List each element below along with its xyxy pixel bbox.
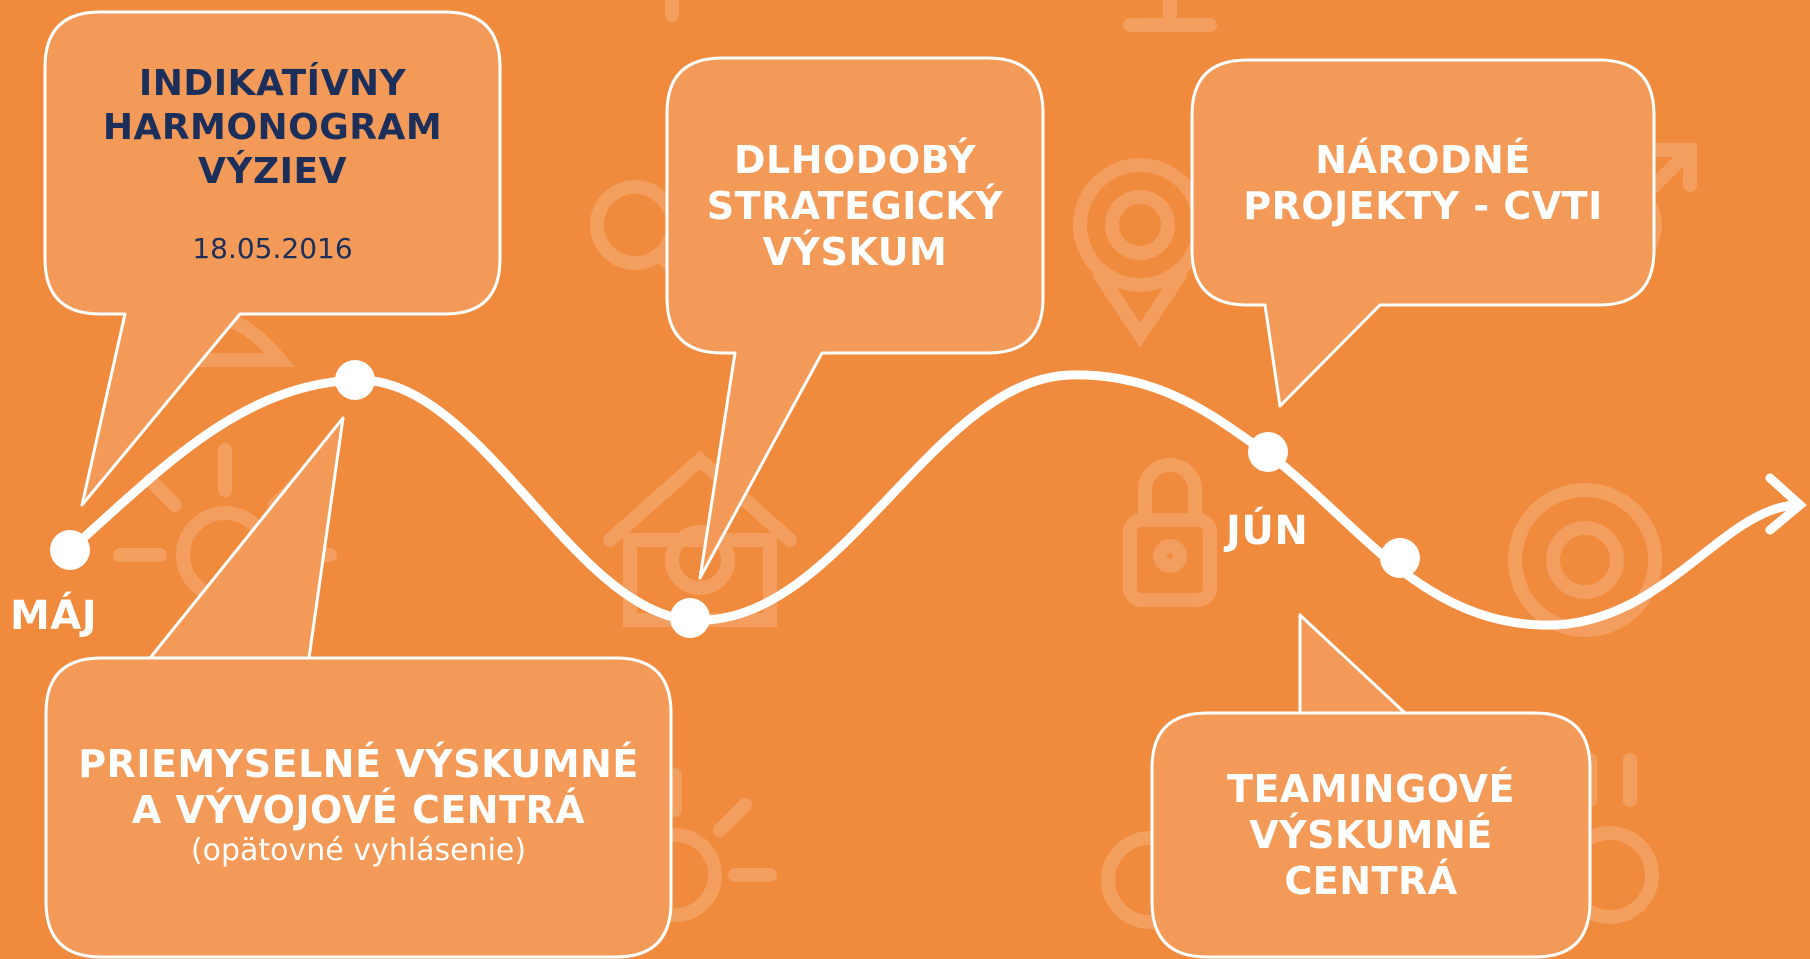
month-label-may: MÁJ xyxy=(10,593,98,639)
industrial-note: (opätovné vyhlásenie) xyxy=(190,833,527,868)
callout-strategic-text: DLHODOBÝ STRATEGICKÝ VÝSKUM xyxy=(667,58,1043,353)
callout-industrial xyxy=(44,416,673,959)
gear-icon xyxy=(1508,483,1662,637)
harmonogram-title-line-2: HARMONOGRAM xyxy=(102,106,443,148)
milestone-dot xyxy=(1380,538,1420,578)
milestone-dot xyxy=(1248,432,1288,472)
strategic-title-line-2: STRATEGICKÝ xyxy=(706,183,1004,228)
industrial-title-line-1: PRIEMYSELNÉ VÝSKUMNÉ xyxy=(78,742,639,786)
timeline-arrowhead xyxy=(1765,473,1807,535)
harmonogram-date: 18.05.2016 xyxy=(192,231,353,265)
teaming-title-line-1: TEAMINGOVÉ xyxy=(1227,767,1515,811)
callout-teaming-text: TEAMINGOVÉ VÝSKUMNÉ CENTRÁ xyxy=(1152,735,1590,935)
callout-strategic xyxy=(665,56,1045,580)
callout-national xyxy=(1190,58,1656,408)
harmonogram-title-line-1: INDIKATÍVNY xyxy=(138,62,407,104)
teaming-title-line-2: VÝSKUMNÉ xyxy=(1249,813,1493,857)
harmonogram-title-line-3: VÝZIEV xyxy=(198,150,347,192)
strategic-title-line-1: DLHODOBÝ xyxy=(733,137,977,182)
callout-national-text: NÁRODNÉ PROJEKTY - CVTI xyxy=(1192,60,1654,305)
lock-icon xyxy=(1123,458,1217,607)
teaming-title-line-3: CENTRÁ xyxy=(1284,859,1458,903)
milestone-dot xyxy=(335,360,375,400)
national-title-line-1: NÁRODNÉ xyxy=(1315,137,1531,182)
national-title-line-2: PROJEKTY - CVTI xyxy=(1243,183,1603,228)
month-label-june: JÚN xyxy=(1226,508,1309,554)
industrial-title-line-2: A VÝVOJOVÉ CENTRÁ xyxy=(131,788,586,832)
callout-industrial-text: PRIEMYSELNÉ VÝSKUMNÉ A VÝVOJOVÉ CENTRÁ (… xyxy=(46,700,671,910)
lock-icon xyxy=(665,0,1217,32)
strategic-title-line-3: VÝSKUM xyxy=(762,229,948,274)
milestone-dot xyxy=(50,530,90,570)
callout-harmonogram-text: INDIKATÍVNY HARMONOGRAM VÝZIEV 18.05.201… xyxy=(45,12,500,314)
milestone-dot xyxy=(670,598,710,638)
callout-harmonogram xyxy=(43,10,502,507)
callout-teaming xyxy=(1150,613,1592,959)
